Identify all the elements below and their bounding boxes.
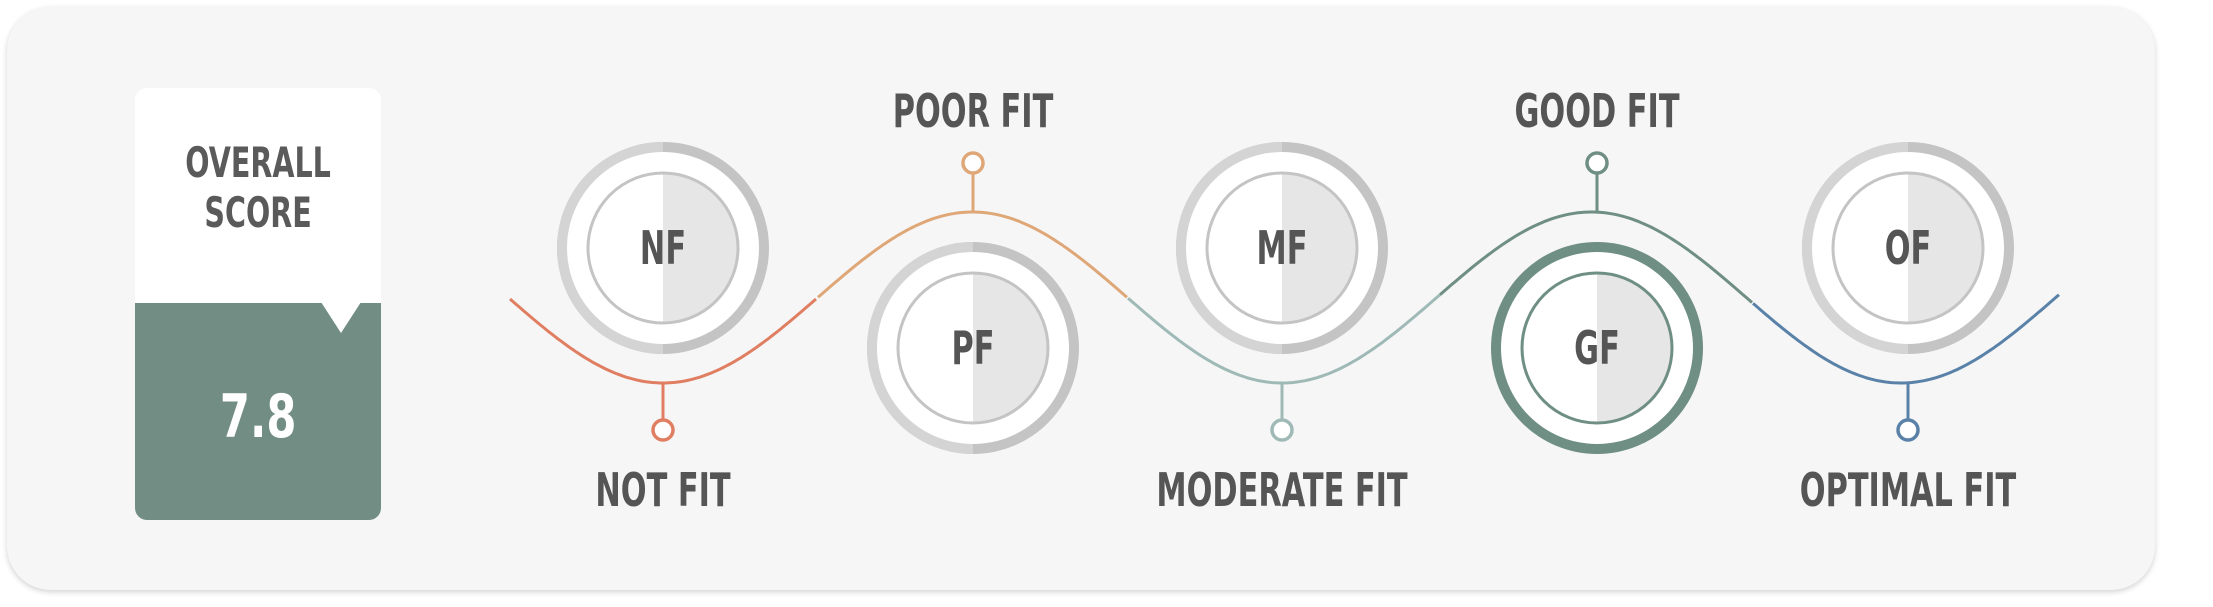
node-dot-nf bbox=[651, 418, 675, 442]
node-dot-pf bbox=[961, 151, 985, 175]
level-abbr-gf: GF bbox=[1574, 323, 1620, 376]
level-circle-pf: PF bbox=[867, 242, 1079, 454]
wave-segment-of bbox=[1752, 293, 2060, 385]
level-label-nf: NOT FIT bbox=[595, 463, 731, 517]
wave-segment-mf bbox=[1127, 293, 1441, 385]
node-dot-of bbox=[1896, 418, 1920, 442]
node-dot-mf bbox=[1270, 418, 1294, 442]
level-label-mf: MODERATE FIT bbox=[1156, 463, 1408, 517]
overall-score-card: OVERALL SCORE 7.8 bbox=[135, 88, 381, 520]
score-notch-icon bbox=[321, 302, 361, 333]
level-label-pf: POOR FIT bbox=[892, 84, 1054, 138]
level-circles: NF PF MF GF OF bbox=[557, 142, 2014, 454]
score-card-value-panel: 7.8 bbox=[135, 303, 381, 520]
level-circle-of: OF bbox=[1802, 142, 2014, 354]
level-circle-gf: GF bbox=[1491, 242, 1703, 454]
score-value: 7.8 bbox=[219, 381, 297, 452]
score-card-header: OVERALL SCORE bbox=[135, 88, 381, 304]
level-circle-mf: MF bbox=[1176, 142, 1388, 354]
node-dot-gf bbox=[1585, 151, 1609, 175]
score-title-line1: OVERALL bbox=[185, 138, 331, 187]
level-abbr-of: OF bbox=[1885, 223, 1932, 276]
level-abbr-nf: NF bbox=[640, 223, 686, 276]
level-abbr-pf: PF bbox=[952, 323, 995, 376]
connectors bbox=[651, 151, 1920, 442]
score-title-line2: SCORE bbox=[204, 188, 312, 237]
level-label-of: OPTIMAL FIT bbox=[1799, 463, 2017, 517]
level-abbr-mf: MF bbox=[1257, 223, 1308, 276]
level-circle-nf: NF bbox=[557, 142, 769, 354]
level-label-gf: GOOD FIT bbox=[1514, 84, 1680, 138]
wave-segment-gf bbox=[1439, 210, 1753, 304]
score-title: OVERALL SCORE bbox=[185, 138, 331, 238]
